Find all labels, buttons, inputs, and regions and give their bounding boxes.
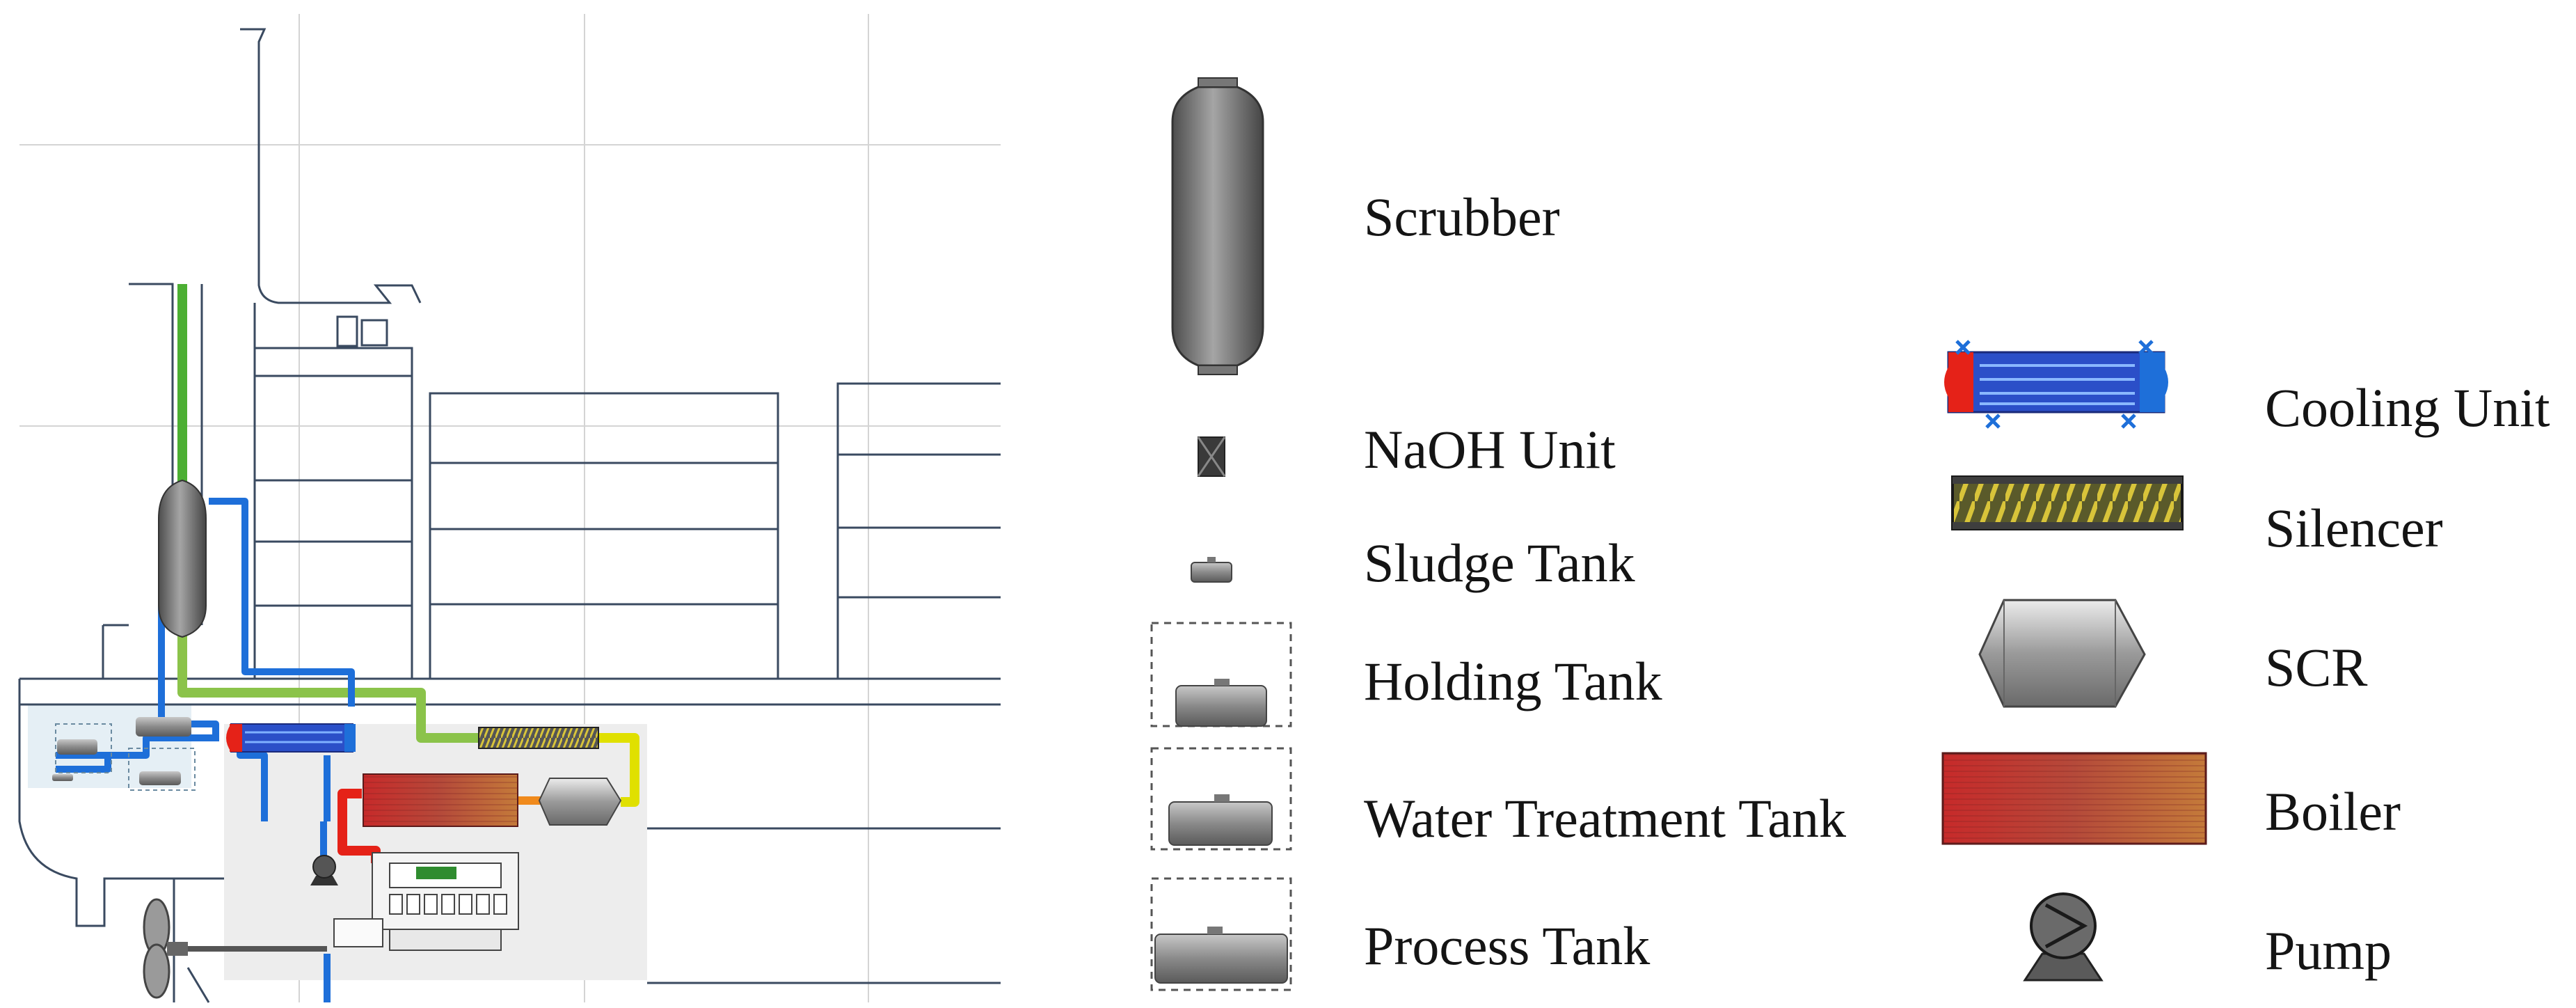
scr-icon	[1978, 599, 2146, 708]
main-engine	[333, 852, 519, 951]
legend-label-cooling-unit: Cooling Unit	[2265, 377, 2550, 438]
cooling-unit-diagram	[226, 723, 356, 753]
sludge-tank-icon	[1191, 557, 1232, 583]
boiler-icon	[1941, 752, 2207, 845]
scrubber-icon	[1171, 77, 1264, 375]
process-tank-icon	[1150, 877, 1292, 991]
legend-label-sludge-tank: Sludge Tank	[1364, 533, 1635, 593]
legend-label-holding-tank: Holding Tank	[1364, 651, 1662, 711]
legend-label-boiler: Boiler	[2265, 781, 2401, 842]
boiler-diagram	[363, 773, 518, 827]
legend: Scrubber NaOH Unit Sludge Tank Holding T…	[1150, 77, 2550, 991]
legend-label-pump: Pump	[2265, 920, 2392, 981]
scr-diagram	[538, 778, 622, 826]
exhaust-pipes	[177, 284, 639, 807]
water-treatment-tank-icon	[1150, 747, 1292, 851]
cooling-unit-icon	[1944, 340, 2168, 429]
scrubber-tower	[158, 479, 207, 638]
legend-label-water-treatment-tank: Water Treatment Tank	[1364, 788, 1846, 849]
propeller-icon	[143, 898, 327, 999]
ship-diagram	[18, 14, 1001, 1003]
legend-label-process-tank: Process Tank	[1364, 915, 1650, 976]
legend-label-scrubber: Scrubber	[1364, 187, 1560, 247]
holding-tank-icon	[1150, 622, 1292, 727]
silencer-diagram	[478, 727, 599, 749]
naoh-unit-icon	[1197, 436, 1226, 477]
silencer-icon	[1951, 475, 2184, 530]
legend-label-scr: SCR	[2265, 637, 2367, 698]
legend-label-silencer: Silencer	[2265, 498, 2443, 558]
aft-tanks	[52, 717, 196, 791]
pump-icon	[2023, 892, 2104, 982]
pump-diagram	[310, 855, 338, 885]
legend-label-naoh-unit: NaOH Unit	[1364, 419, 1616, 480]
